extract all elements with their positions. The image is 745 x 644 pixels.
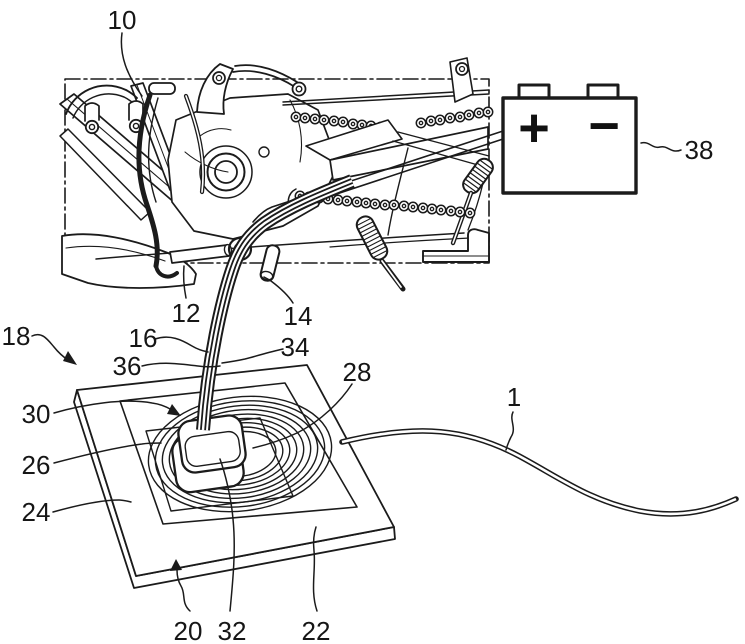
ref-label-28: 28 bbox=[343, 357, 372, 387]
leader-18 bbox=[31, 333, 69, 361]
ref-label-32: 32 bbox=[218, 616, 247, 644]
leader-36 bbox=[141, 362, 221, 368]
ref-label-14: 14 bbox=[284, 301, 313, 331]
leader-12 bbox=[182, 265, 187, 299]
supply-cable bbox=[339, 428, 739, 517]
frame-downtube bbox=[136, 92, 160, 269]
charging-pad bbox=[73, 364, 396, 589]
swingarm bbox=[329, 126, 489, 181]
ref-label-20: 20 bbox=[174, 616, 203, 644]
leader-30 bbox=[53, 400, 173, 414]
leader-26 bbox=[53, 442, 162, 464]
arrowhead-20 bbox=[170, 559, 182, 571]
ref-label-16: 16 bbox=[129, 323, 158, 353]
leader-14 bbox=[263, 276, 294, 304]
motorcycle-drawing bbox=[59, 57, 504, 292]
cross-tube bbox=[169, 244, 230, 264]
battery-minus-symbol: − bbox=[588, 96, 620, 156]
ref-label-18: 18 bbox=[2, 321, 31, 351]
leader-lines bbox=[31, 32, 682, 612]
handlebar-arch bbox=[65, 84, 138, 115]
leader-16 bbox=[154, 336, 209, 353]
leader-32 bbox=[219, 458, 235, 612]
cable-bundle bbox=[196, 174, 355, 431]
connector-box bbox=[177, 414, 247, 474]
foot-peg bbox=[422, 228, 490, 263]
leader-1 bbox=[505, 411, 515, 451]
ref-labels: 10 12 14 16 36 34 18 30 26 24 20 32 22 2… bbox=[2, 5, 714, 644]
battery-body bbox=[501, 96, 638, 195]
ref-label-22: 22 bbox=[302, 616, 331, 644]
engine-boss bbox=[199, 145, 253, 199]
leader-34 bbox=[221, 348, 284, 364]
leader-22 bbox=[312, 526, 318, 612]
arrowhead-18 bbox=[63, 351, 77, 365]
ref-label-1: 1 bbox=[507, 382, 521, 412]
ref-label-30: 30 bbox=[22, 399, 51, 429]
battery-terminal-left bbox=[517, 83, 551, 100]
leader-28 bbox=[252, 383, 353, 449]
ref-label-34: 34 bbox=[281, 332, 310, 362]
battery-plus-symbol: + bbox=[518, 98, 550, 158]
bolt-icon bbox=[455, 62, 469, 76]
battery-wire bbox=[252, 130, 504, 223]
ref-label-24: 24 bbox=[22, 497, 51, 527]
chain-upper-right bbox=[415, 106, 494, 129]
bolt-icon bbox=[84, 119, 100, 135]
leader-10 bbox=[120, 32, 143, 97]
kickstand-grip bbox=[355, 215, 389, 261]
bolt-icon bbox=[291, 81, 307, 97]
battery-symbol: + − bbox=[501, 83, 638, 195]
ref-label-12: 12 bbox=[172, 298, 201, 328]
chain-guard-plate bbox=[305, 119, 403, 161]
shock-absorber bbox=[462, 157, 494, 195]
cylinder-part bbox=[259, 244, 281, 282]
ref-label-38: 38 bbox=[685, 135, 714, 165]
arrowhead-30 bbox=[167, 404, 181, 416]
ref-label-10: 10 bbox=[108, 5, 137, 35]
leader-38 bbox=[640, 141, 682, 152]
bolt-icon bbox=[212, 71, 226, 85]
leader-24 bbox=[52, 499, 132, 513]
ref-label-36: 36 bbox=[113, 351, 142, 381]
ref-label-26: 26 bbox=[22, 450, 51, 480]
leader-20 bbox=[176, 569, 191, 612]
